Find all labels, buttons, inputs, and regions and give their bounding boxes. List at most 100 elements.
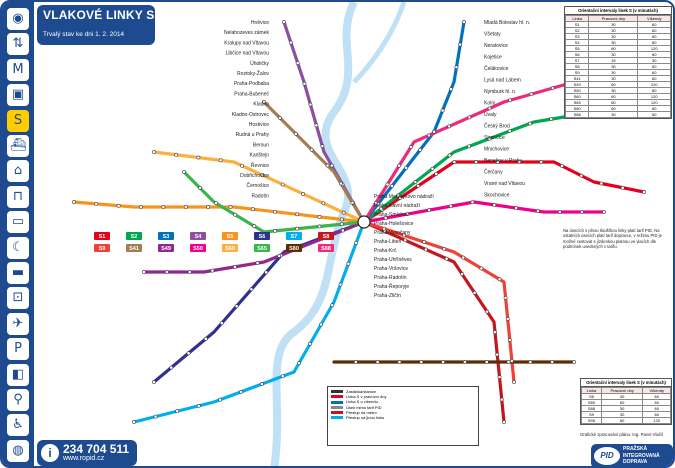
bus-icon[interactable]: ▭ (7, 211, 29, 234)
legend-swatch (331, 405, 343, 409)
station-dot (487, 106, 492, 111)
station-label: Český Brod (484, 123, 510, 130)
station-dot (497, 277, 502, 282)
wheelchair-icon[interactable]: ♿ (7, 414, 29, 437)
train-icon[interactable]: ▣ (7, 84, 29, 107)
night-bus-icon[interactable]: ☾ (7, 236, 29, 259)
line-s1 (362, 160, 646, 224)
station-dot (642, 190, 646, 194)
trolley-icon[interactable]: ⊓ (7, 185, 29, 208)
line-badge (158, 244, 174, 252)
legend-label: Přestup na jinou linku (346, 415, 385, 421)
station-dot (218, 158, 223, 163)
station-dot (397, 360, 402, 364)
dog-icon[interactable]: ◍ (7, 439, 29, 462)
legend-label: Linka S o víkendu (346, 399, 378, 405)
legend-item: Zastávka/stanice (331, 389, 475, 394)
station-label: Kolín (484, 101, 496, 107)
line-badge-label: S1 (99, 234, 106, 240)
station-dot (383, 216, 388, 220)
interval-table-top-caption: Orientační intervaly linek S (v minutách… (565, 7, 671, 15)
station-dot (317, 224, 322, 229)
station-label: Skochovice (484, 193, 510, 199)
station-dot (239, 389, 243, 394)
line-badge (286, 232, 302, 240)
station-label: Kladno (253, 102, 269, 108)
pid-icon[interactable]: ◉ (7, 8, 29, 30)
line-badge (126, 244, 142, 252)
station-dot (277, 115, 282, 120)
station-dot (536, 209, 540, 214)
metro-icon[interactable]: M (7, 58, 29, 81)
interval-table-bottom: Orientační intervaly linek S (v minutách… (580, 378, 672, 425)
ferry-icon[interactable]: ⛴ (7, 135, 29, 157)
station-dot (240, 163, 244, 168)
station-dot (353, 360, 358, 364)
legend-item: Linka S v pracovní dny (331, 394, 475, 399)
pid-logo: PID (594, 447, 620, 465)
station-dot (339, 222, 344, 227)
station-label: Praha-Bubeneč (234, 91, 269, 97)
station-dot (462, 20, 466, 24)
station-label: Čerčany (484, 169, 503, 176)
station-label: Strančice (484, 135, 505, 141)
station-label: Praha hlavní nádraží (374, 203, 421, 209)
station-dot (375, 360, 380, 364)
legend-item: Linka S o víkendu (331, 399, 475, 404)
line-badge-label: S6 (259, 234, 266, 240)
station-dot (252, 224, 257, 229)
plane-icon[interactable]: ✈ (7, 312, 29, 335)
station-dot (295, 226, 300, 231)
station-dot (340, 228, 345, 233)
station-dot (249, 287, 254, 292)
station-dot (255, 261, 260, 265)
station-dot (492, 202, 497, 207)
station-dot (474, 160, 478, 164)
station-dot (434, 171, 439, 176)
station-dot (390, 183, 394, 188)
line-badge (254, 244, 270, 252)
station-label: Hostivice (249, 122, 270, 128)
car-icon[interactable]: ◧ (7, 363, 29, 386)
line-badge-label: S60 (225, 246, 235, 252)
line-s9 (362, 220, 516, 384)
phone-number[interactable]: 234 704 511 (63, 442, 130, 456)
station-dot (397, 163, 402, 168)
station-dot (233, 212, 238, 217)
station-dot (467, 144, 471, 149)
legend-swatch (331, 416, 343, 420)
coach-icon[interactable]: ▬ (7, 262, 29, 284)
station-dot (447, 124, 452, 129)
tram-icon[interactable]: ⌂ (7, 160, 29, 183)
credit: Grafické zpracování plánu: Ing. Pavel Vl… (580, 432, 663, 437)
station-dot (452, 160, 457, 164)
station-dot (153, 414, 158, 419)
line-badge (158, 232, 174, 240)
line-badge-label: S7 (291, 234, 298, 240)
station-dot (404, 165, 409, 170)
s-train-icon[interactable]: S (7, 109, 29, 132)
station-dot (470, 200, 475, 205)
parking-icon[interactable]: P (7, 338, 29, 361)
website-link[interactable]: www.ropid.cz (63, 455, 105, 462)
station-label: Nelahozeves zámek (224, 30, 270, 36)
bike-icon[interactable]: ⚲ (7, 389, 29, 411)
station-dot (350, 200, 355, 205)
arrows-icon[interactable]: ⇅ (7, 33, 29, 56)
station-label: Řevnice (251, 161, 269, 169)
station-dot (506, 360, 511, 364)
station-label: Vrané nad Vltavou (484, 181, 525, 187)
line-badge (286, 244, 302, 252)
station-dot (187, 270, 192, 274)
sidebar: ◉ ⇅M ▣S ⛴ ⌂⊓ ▭☾ ▬ ⊡✈ P◧ ⚲ ♿◍ (2, 2, 34, 466)
station-dot (373, 201, 378, 206)
station-dot (558, 210, 562, 214)
station-dot (288, 40, 293, 45)
station-dot (413, 180, 418, 184)
taxi-icon[interactable]: ⊡ (7, 287, 29, 310)
station-dot (72, 200, 76, 204)
